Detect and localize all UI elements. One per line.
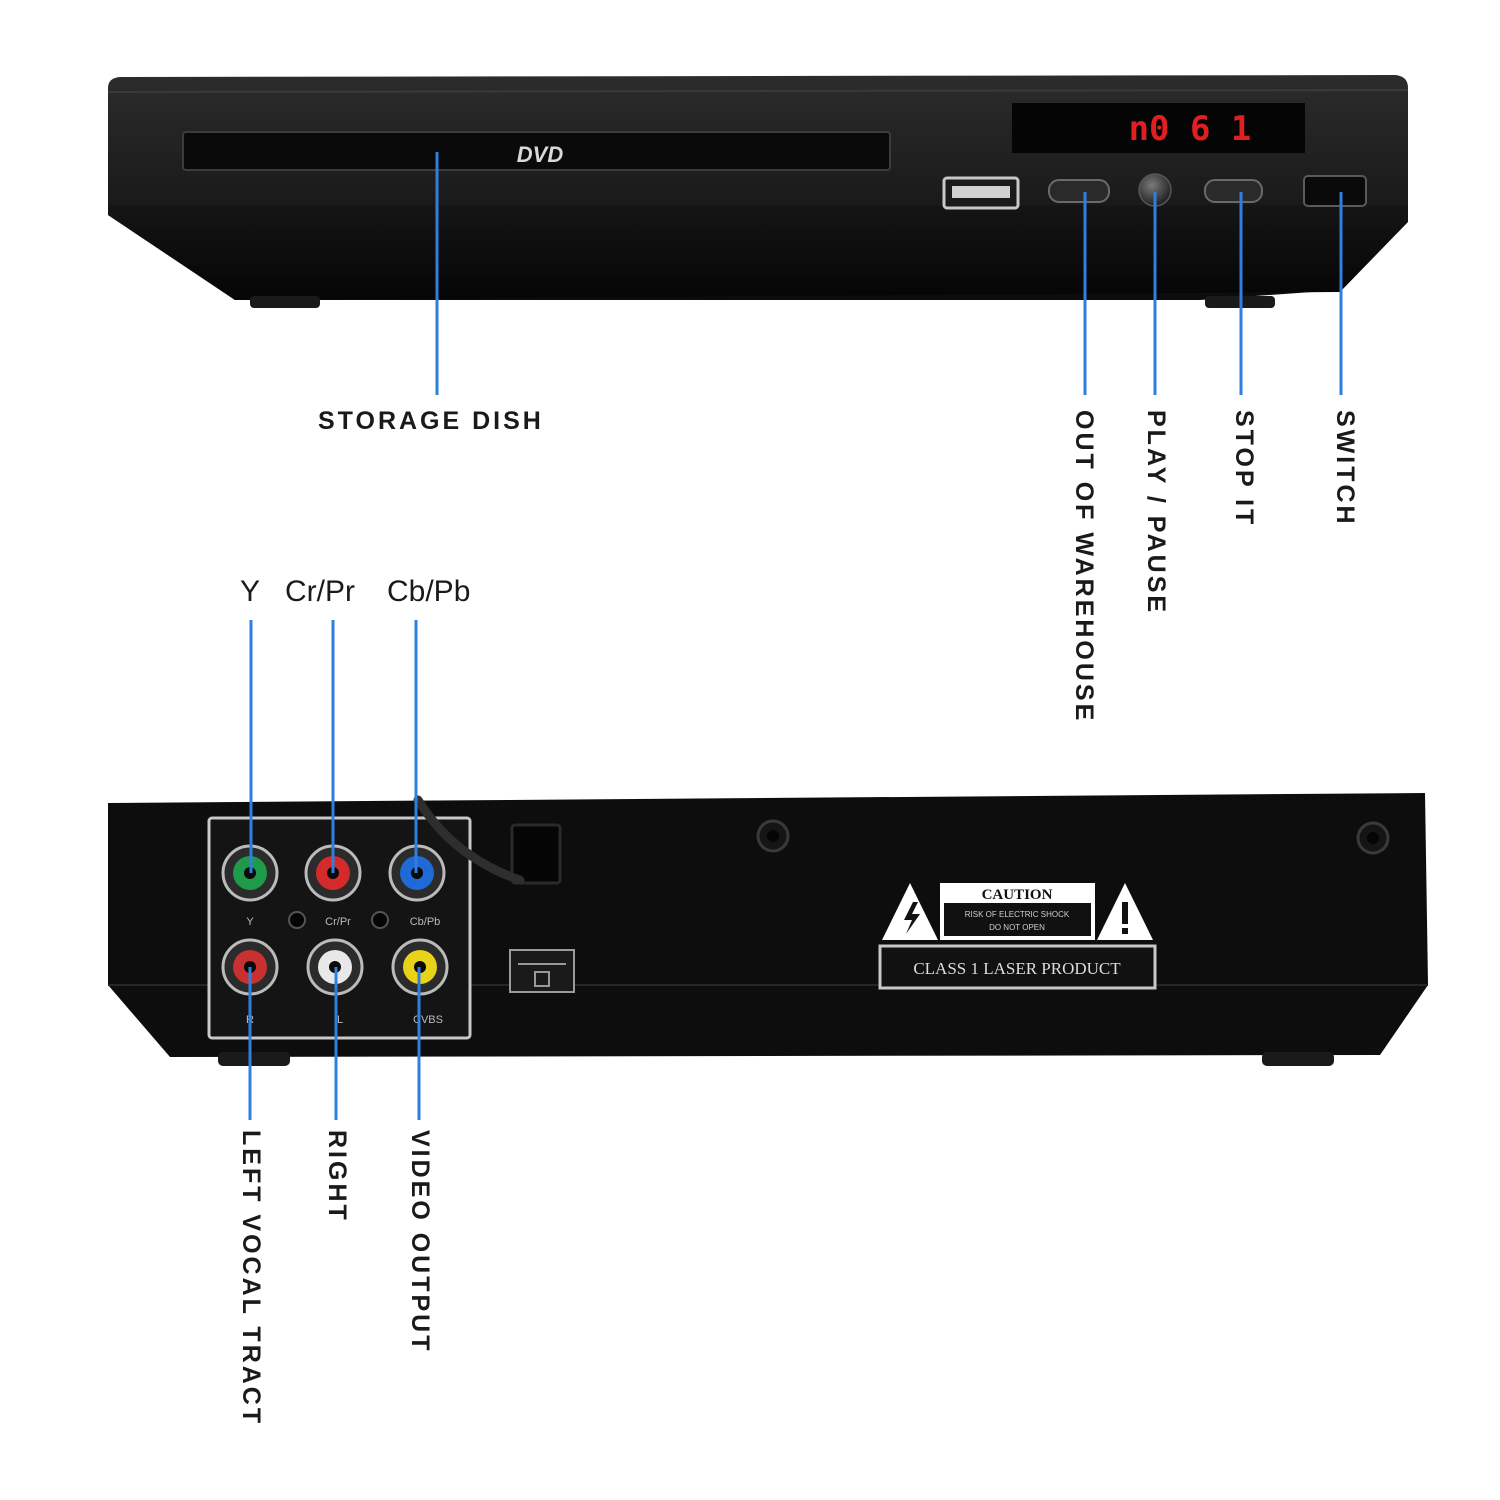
label-cb-pb: Cb/Pb <box>387 575 471 608</box>
rear-foot-right <box>1262 1052 1334 1066</box>
jack-label-cvbs: CVBS <box>413 1014 443 1026</box>
spec-label-sticker <box>509 949 575 993</box>
label-switch: SWITCH <box>1331 410 1359 527</box>
display-readout: n0 6 1 <box>1129 109 1252 149</box>
front-unit: DVD n0 6 1 <box>107 75 1409 308</box>
label-out-of-warehouse: OUT OF WAREHOUSE <box>1070 410 1098 724</box>
optical-port[interactable] <box>510 823 562 885</box>
label-play-pause: PLAY / PAUSE <box>1142 410 1170 616</box>
caution-line-1: RISK OF ELECTRIC SHOCK <box>965 910 1070 919</box>
jack-label-cr: Cr/Pr <box>325 916 351 928</box>
jack-divider-right <box>371 911 389 929</box>
jack-label-y: Y <box>246 916 254 928</box>
usb-port[interactable] <box>942 176 1020 210</box>
label-cr-pr: Cr/Pr <box>285 575 355 608</box>
jack-divider-left <box>288 911 306 929</box>
jack-label-l: L <box>337 1014 343 1026</box>
label-stop-it: STOP IT <box>1230 410 1258 528</box>
front-foot-left <box>250 296 320 308</box>
caution-line-2: DO NOT OPEN <box>989 923 1045 932</box>
power-cord <box>413 795 525 885</box>
jack-label-cb: Cb/Pb <box>410 916 441 928</box>
rear-foot-left <box>218 1052 290 1066</box>
label-right: RIGHT <box>323 1130 351 1223</box>
disc-slot[interactable] <box>182 131 891 171</box>
label-left-vocal-tract: LEFT VOCAL TRACT <box>237 1130 265 1427</box>
eject-button[interactable] <box>1048 179 1110 203</box>
class-laser-label: CLASS 1 LASER PRODUCT <box>913 959 1121 978</box>
caution-title: CAUTION <box>982 887 1053 903</box>
label-storage-dish: STORAGE DISH <box>318 407 544 435</box>
rear-unit: Y Cr/Pr Cb/Pb R L CVBS <box>108 793 1428 1066</box>
front-lower-bevel <box>108 205 1408 300</box>
label-y: Y <box>240 575 261 608</box>
dvd-logo: DVD <box>517 142 564 167</box>
stop-button[interactable] <box>1204 179 1263 203</box>
power-switch[interactable] <box>1303 175 1367 207</box>
display-window <box>1012 103 1305 153</box>
label-video-output: VIDEO OUTPUT <box>406 1130 434 1354</box>
caution-sticker: CAUTION RISK OF ELECTRIC SHOCK DO NOT OP… <box>878 883 1157 990</box>
